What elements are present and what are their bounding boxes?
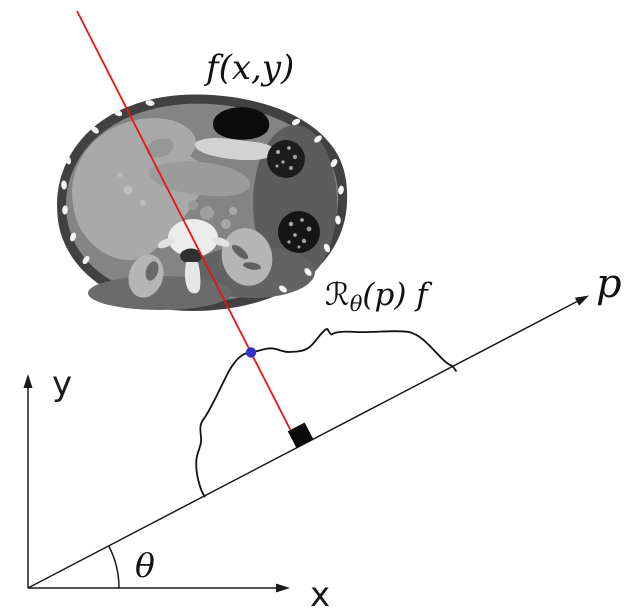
p-axis-label: p: [596, 261, 622, 307]
radon-script-r: ℛ: [325, 277, 350, 313]
p-axis-arrowhead: [574, 295, 589, 306]
y-axis-label: y: [52, 364, 72, 404]
projection-profile-curve: [195, 327, 458, 498]
projection-ray: [76, 10, 295, 438]
x-axis-arrowhead: [276, 583, 290, 593]
detector-square: [287, 422, 314, 449]
sample-point-dot: [245, 347, 257, 358]
y-axis-arrowhead: [23, 374, 33, 388]
y-axis: [23, 374, 33, 588]
radon-args: (p) f: [362, 277, 433, 313]
theta-label: θ: [135, 546, 155, 585]
ct-slice-image: [57, 94, 348, 311]
radon-subscript-theta: θ: [350, 292, 363, 316]
function-label: f(x,y): [203, 48, 294, 88]
x-axis-label: x: [310, 575, 330, 610]
radon-transform-label: ℛθ(p) f: [325, 277, 433, 316]
x-axis: [28, 583, 290, 593]
theta-arc: [108, 545, 120, 589]
